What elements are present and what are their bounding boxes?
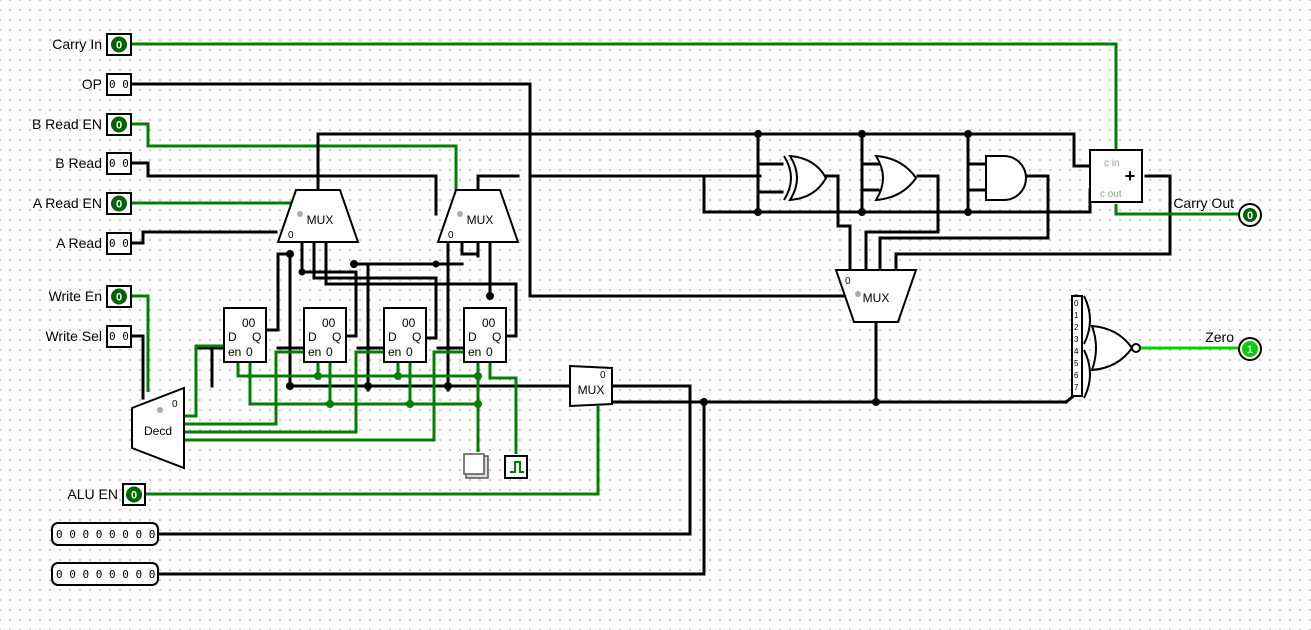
a-read-en-value: 0	[116, 199, 122, 211]
adder-symbol: +	[1125, 166, 1136, 186]
bus-in-2-value: 0 0 0 0 0 0 0 0	[56, 568, 155, 581]
mux-write[interactable]: MUX 0	[569, 364, 613, 408]
register-q: Q	[492, 330, 501, 344]
decoder[interactable]: Decd 0	[131, 386, 185, 470]
a-read-en-pin[interactable]: A Read EN 0	[33, 192, 132, 215]
b-read-pin[interactable]: B Read 0 0	[55, 152, 132, 175]
clock[interactable]	[504, 455, 528, 479]
and-gate[interactable]	[985, 155, 1027, 201]
mux-b[interactable]: MUX 0	[436, 189, 520, 243]
b-read-en-value: 0	[116, 120, 122, 132]
register-en: en	[228, 345, 241, 359]
write-sel-pin[interactable]: Write Sel 0 0	[45, 325, 132, 348]
mux-b-select: 0	[448, 230, 454, 241]
register-q: Q	[252, 330, 261, 344]
alu-en-value: 0	[131, 490, 137, 502]
xor-gate[interactable]	[783, 154, 828, 202]
register-3[interactable]: 00D Qen 0	[463, 307, 507, 363]
register-en-val: 0	[246, 345, 253, 359]
adder-cin: c in	[1104, 158, 1120, 169]
register-2[interactable]: 00D Qen 0	[383, 307, 427, 363]
splitter-bit-2: 2	[1074, 323, 1079, 332]
register-en-val: 0	[326, 345, 333, 359]
bus-in-pin-2[interactable]: 0 0 0 0 0 0 0 0	[51, 562, 159, 586]
register-d: D	[388, 330, 397, 344]
register-en: en	[388, 345, 401, 359]
register-q: Q	[332, 330, 341, 344]
mux-a[interactable]: MUX 0	[276, 189, 360, 243]
a-read-value: 0 0	[109, 237, 129, 250]
write-sel-label: Write Sel	[45, 328, 102, 344]
splitter: 0 1 2 3 4 5 6 7	[1071, 295, 1083, 397]
alu-en-pin[interactable]: ALU EN 0	[67, 483, 146, 506]
mux-a-select: 0	[288, 230, 294, 241]
decoder-label: Decd	[144, 424, 172, 438]
adder-cout: c out	[1100, 189, 1122, 200]
op-pin[interactable]: OP 0 0	[82, 73, 132, 96]
zero-value: 1	[1247, 344, 1253, 356]
mux-alu[interactable]: MUX 0	[834, 269, 918, 323]
splitter-bit-7: 7	[1074, 383, 1079, 392]
register-q: Q	[412, 330, 421, 344]
register-value: 00	[322, 316, 336, 330]
nor-gate[interactable]	[1083, 295, 1141, 399]
b-read-en-label: B Read EN	[32, 116, 102, 132]
b-read-value: 0 0	[109, 157, 129, 170]
splitter-bit-6: 6	[1074, 371, 1079, 380]
splitter-bit-0: 0	[1074, 299, 1079, 308]
register-d: D	[308, 330, 317, 344]
b-read-label: B Read	[55, 155, 102, 171]
junctions	[286, 130, 972, 408]
a-read-en-label: A Read EN	[33, 195, 102, 211]
decoder-select: 0	[172, 399, 178, 410]
carry-in-value: 0	[116, 40, 122, 52]
alu-en-label: ALU EN	[67, 486, 118, 502]
mux-a-label: MUX	[307, 213, 334, 227]
register-1[interactable]: 00D Qen 0	[303, 307, 347, 363]
register-en-val: 0	[406, 345, 413, 359]
b-read-en-pin[interactable]: B Read EN 0	[32, 113, 132, 136]
splitter-bit-3: 3	[1074, 335, 1079, 344]
op-label: OP	[82, 76, 102, 92]
mux-b-label: MUX	[467, 213, 494, 227]
write-en-pin[interactable]: Write En 0	[49, 285, 132, 308]
zero-label: Zero	[1205, 329, 1234, 345]
carry-in-pin[interactable]: Carry In 0	[52, 33, 132, 56]
register-d: D	[228, 330, 237, 344]
mux-alu-label: MUX	[863, 291, 890, 305]
button[interactable]	[463, 453, 489, 479]
splitter-bit-5: 5	[1074, 359, 1079, 368]
carry-out-value: 0	[1247, 210, 1253, 222]
write-en-label: Write En	[49, 288, 102, 304]
mux-alu-select: 0	[845, 276, 851, 287]
mux-write-select: 0	[600, 370, 606, 381]
adder[interactable]: c in c out +	[1089, 149, 1143, 203]
carry-in-label: Carry In	[52, 36, 102, 52]
op-value: 0 0	[109, 78, 129, 91]
or-gate[interactable]	[874, 154, 918, 202]
a-read-label: A Read	[56, 235, 102, 251]
splitter-bit-1: 1	[1074, 311, 1079, 320]
zero-pin: Zero 1	[1205, 329, 1262, 361]
register-0[interactable]: 00D Qen 0	[223, 307, 267, 363]
register-en: en	[468, 345, 481, 359]
bus-in-1-value: 0 0 0 0 0 0 0 0	[56, 528, 155, 541]
register-value: 00	[242, 316, 256, 330]
register-en: en	[308, 345, 321, 359]
write-sel-value: 0 0	[109, 330, 129, 343]
bus-in-pin-1[interactable]: 0 0 0 0 0 0 0 0	[51, 522, 159, 546]
carry-out-label: Carry Out	[1173, 195, 1234, 211]
splitter-bit-4: 4	[1074, 347, 1079, 356]
mux-write-label: MUX	[578, 383, 605, 397]
write-en-value: 0	[116, 292, 122, 304]
a-read-pin[interactable]: A Read 0 0	[56, 232, 132, 255]
register-value: 00	[482, 316, 496, 330]
carry-out-pin: Carry Out 0	[1173, 195, 1262, 227]
register-value: 00	[402, 316, 416, 330]
register-d: D	[468, 330, 477, 344]
register-en-val: 0	[486, 345, 493, 359]
